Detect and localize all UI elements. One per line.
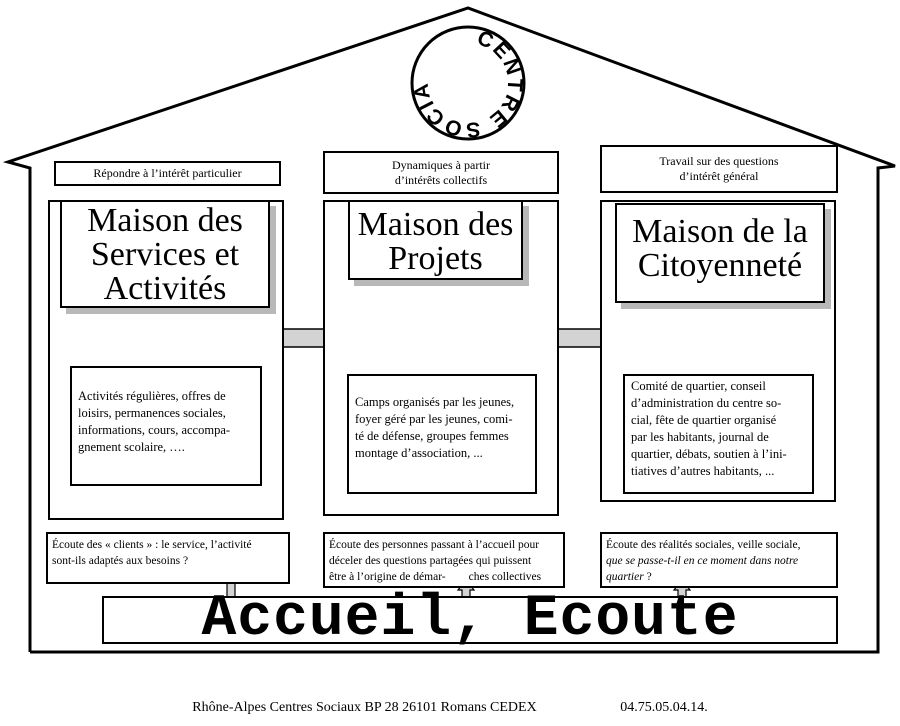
desc-1-line: loisirs, permanences sociales, [78, 406, 226, 420]
column-title-1-line2: Services et [90, 236, 240, 273]
footer-phone: 04.75.05.04.14. [620, 700, 708, 715]
desc-3-line: quartier, débats, soutien à l’ini- [631, 447, 787, 461]
listening-3-suffix: ? [643, 571, 652, 583]
column-header-1-text: Répondre à l’intérêt particulier [93, 166, 242, 180]
desc-3-line: tiatives d’autres habitants, ... [631, 464, 775, 478]
desc-3-line: cial, fête de quartier organisé [631, 413, 777, 427]
column-title-2: Maison des Projets [348, 200, 523, 280]
desc-3-line: Comité de quartier, conseil [631, 379, 766, 393]
column-title-3: Maison de la Citoyenneté [615, 203, 825, 303]
column-title-3-line1: Maison de la [632, 213, 808, 250]
listening-3-line: Écoute des réalités sociales, veille soc… [606, 539, 801, 551]
column-desc-3: Comité de quartier, conseil d’administra… [623, 374, 814, 494]
column-header-2: Dynamiques à partir d’intérêts collectif… [323, 151, 559, 194]
desc-3-line: d’administration du centre so- [631, 396, 782, 410]
column-title-2-line1: Maison des [357, 206, 514, 243]
column-desc-2: Camps organisés par les jeunes, foyer gé… [347, 374, 537, 494]
desc-1-line: gnement scolaire, …. [78, 440, 185, 454]
column-title-1-line3: Activités [103, 270, 227, 307]
column-title-1-line1: Maison des [87, 202, 243, 239]
column-header-2-line1: Dynamiques à partir [392, 157, 490, 172]
listening-3-italic-line: quartier [606, 571, 644, 583]
listening-1-line: sont-ils adaptés aux besoins ? [52, 555, 189, 567]
desc-2-line: té de défense, groupes femmes [355, 429, 509, 443]
column-header-3-line2: d’intérêt général [679, 169, 759, 183]
column-title-2-line2: Projets [388, 240, 483, 277]
column-title-3-line2: Citoyenneté [637, 247, 803, 284]
desc-2-line: Camps organisés par les jeunes, [355, 395, 515, 409]
desc-1-line: Activités régulières, offres de [78, 389, 226, 403]
house-outline [2, 6, 896, 654]
listening-1-line: Écoute des « clients » : le service, l’a… [52, 539, 252, 551]
column-header-3: Travail sur des questions d’intérêt géné… [600, 145, 838, 193]
listening-box-1: Écoute des « clients » : le service, l’a… [46, 532, 290, 584]
desc-2-line: montage d’association, ... [355, 446, 483, 460]
desc-1-line: informations, cours, accompa- [78, 423, 231, 437]
column-header-2-line2: d’intérêts collectifs [394, 172, 488, 187]
column-header-1: Répondre à l’intérêt particulier [54, 161, 281, 186]
column-title-1: Maison des Services et Activités [60, 200, 270, 308]
accueil-text: Accueil, Ecoute [201, 587, 739, 652]
desc-2-line: foyer géré par les jeunes, comi- [355, 412, 513, 426]
listening-2-line: déceler des questions partagées qui puis… [329, 555, 532, 567]
accueil-banner: Accueil, Ecoute [102, 591, 838, 649]
column-desc-1: Activités régulières, offres de loisirs,… [70, 366, 262, 486]
footer: Rhône-Alpes Centres Sociaux BP 28 26101 … [0, 700, 900, 716]
listening-3-italic-line: que se passe-t-il en ce moment dans notr… [606, 555, 799, 567]
listening-2-line: être à l’origine de démar- ches collecti… [329, 571, 542, 583]
logo-circle [410, 25, 526, 141]
column-header-3-line1: Travail sur des questions [659, 154, 779, 168]
listening-2-line: Écoute des personnes passant à l’accueil… [329, 539, 540, 551]
listening-box-2: Écoute des personnes passant à l’accueil… [323, 532, 565, 588]
footer-address: Rhône-Alpes Centres Sociaux BP 28 26101 … [192, 700, 537, 715]
desc-3-line: par les habitants, journal de [631, 430, 769, 444]
listening-box-3: Écoute des réalités sociales, veille soc… [600, 532, 838, 588]
